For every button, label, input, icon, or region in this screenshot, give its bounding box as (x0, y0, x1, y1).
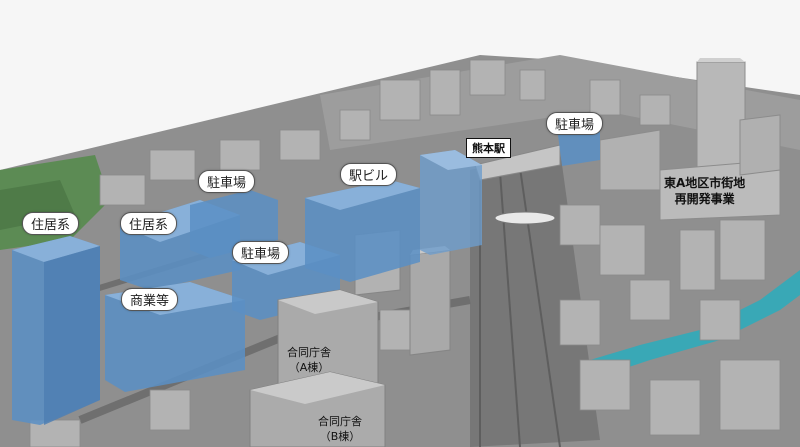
label-parking-right: 駐車場 (546, 112, 604, 135)
label-redevelopment-line1: 東A地区市街地 (664, 176, 746, 190)
label-station-building: 駅ビル (340, 163, 398, 186)
redevelopment-buildings (599, 58, 781, 221)
label-residential-mid: 住居系 (120, 212, 178, 235)
label-gov-b: 合同庁舎 （B棟） (318, 414, 362, 444)
label-residential-left: 住居系 (22, 212, 80, 235)
label-gov-a: 合同庁舎 （A棟） (287, 345, 331, 375)
existing-buildings (29, 59, 781, 447)
label-station-name: 熊本駅 (466, 138, 511, 158)
label-redevelopment: 東A地区市街地 再開発事業 (664, 175, 745, 207)
station-building-tower (420, 150, 482, 255)
tower-near-station (409, 249, 451, 356)
label-redevelopment-line2: 再開発事業 (674, 192, 735, 206)
label-gov-b-line1: 合同庁舎 (318, 415, 362, 428)
label-gov-a-line2: （A棟） (288, 361, 330, 374)
label-parking-left: 駐車場 (198, 170, 256, 193)
parking-right (558, 128, 600, 166)
station-canopy (494, 211, 556, 225)
label-gov-b-line2: （B棟） (319, 430, 361, 443)
government-buildings (249, 289, 386, 447)
label-commercial: 商業等 (121, 288, 179, 311)
label-gov-a-line1: 合同庁舎 (287, 346, 331, 359)
label-parking-mid: 駐車場 (232, 241, 290, 264)
